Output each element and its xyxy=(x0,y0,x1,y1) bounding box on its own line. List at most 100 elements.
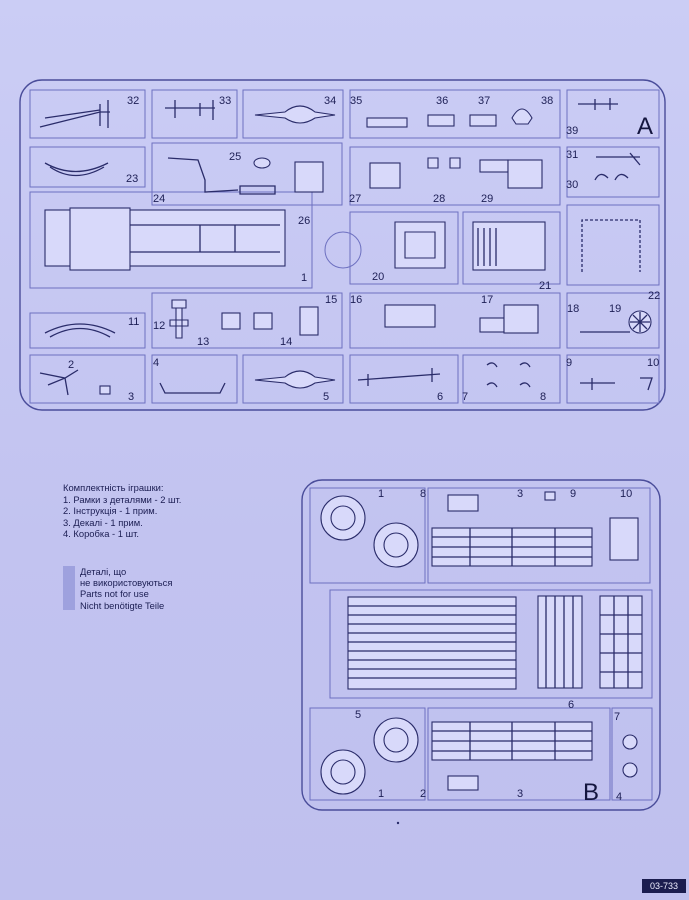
part-b10-shape xyxy=(609,517,639,561)
part-19-spokes xyxy=(630,312,650,332)
part-32-shape xyxy=(39,100,110,128)
part-label-a: 2 xyxy=(68,359,74,371)
side-board-top-slats xyxy=(432,528,592,566)
part-label-a: 32 xyxy=(127,95,139,107)
part-3-shape xyxy=(99,385,111,395)
part-5-shape xyxy=(254,370,336,389)
part-label-a: 33 xyxy=(219,95,231,107)
legend-line: не використовуються xyxy=(80,577,173,589)
part-label-a: 22 xyxy=(648,290,660,302)
part-label-a: 17 xyxy=(481,294,493,306)
part-29b-shape xyxy=(507,159,543,189)
part-b9-shape xyxy=(544,491,556,501)
part-drawings-b xyxy=(320,491,643,795)
part-37-shape xyxy=(469,114,497,127)
front-board xyxy=(599,595,643,689)
part-27-shape xyxy=(369,162,401,189)
sprue-b-frame xyxy=(301,479,661,811)
part-label-b: 1 xyxy=(378,488,384,500)
part-label-a: 23 xyxy=(126,173,138,185)
part-30-shape xyxy=(594,173,629,181)
part-b8-shape xyxy=(447,494,479,512)
sprue-a-letter: A xyxy=(637,113,653,140)
part-label-a: 1 xyxy=(301,272,307,284)
cell-21 xyxy=(462,211,561,285)
cell-9-10 xyxy=(566,354,660,404)
contents-item: 2. Інструкція - 1 прим. xyxy=(63,505,158,516)
part-label-a: 16 xyxy=(350,294,362,306)
cell-1-26 xyxy=(29,191,313,289)
contents-item: 4. Коробка - 1 шт. xyxy=(63,528,139,539)
part-label-b: 9 xyxy=(570,488,576,500)
part-16-shape xyxy=(384,304,436,328)
cell-27-29 xyxy=(349,146,561,206)
part-label-b: 8 xyxy=(420,488,426,500)
sprue-a: 32 33 34 35 36 37 38 39 23 25 24 26 27 2… xyxy=(19,79,666,411)
sprue-b-letter: B xyxy=(583,779,599,806)
part-label-a: 8 xyxy=(540,391,546,403)
part-23-shape xyxy=(44,162,109,177)
part-29a-shape xyxy=(479,159,509,173)
cell-b-3 xyxy=(427,707,611,801)
part-2-shape xyxy=(39,369,79,396)
part-label-b: 4 xyxy=(616,791,622,803)
wheel-2-hub xyxy=(383,532,409,558)
cell-30-31 xyxy=(566,146,660,198)
part-label-a: 28 xyxy=(433,193,445,205)
part-26-shape xyxy=(294,161,324,193)
part-label-a: 25 xyxy=(229,151,241,163)
part-20-shape xyxy=(394,221,446,269)
part-label-a: 26 xyxy=(298,215,310,227)
contents-item: 1. Рамки з деталями - 2 шт. xyxy=(63,493,182,505)
part-31-shape xyxy=(596,152,641,166)
cell-b-1 xyxy=(309,487,426,584)
part-17b-shape xyxy=(503,304,539,334)
part-label-a: 29 xyxy=(481,193,493,205)
part-rail-shape xyxy=(581,219,641,272)
wheel-4-hub xyxy=(330,759,356,785)
part-7-8-shape xyxy=(486,362,531,388)
legend-line: Деталі, що xyxy=(80,566,127,577)
contents-item: 3. Декалі - 1 прим. xyxy=(63,516,143,528)
part-label-a: 14 xyxy=(280,336,292,348)
part-label-a: 35 xyxy=(350,95,362,107)
part-label-b: 3 xyxy=(517,788,523,800)
page-code: 03-733 xyxy=(642,879,686,893)
part-12-shape xyxy=(169,299,189,339)
cell-b-6 xyxy=(329,589,653,699)
part-33-shape xyxy=(165,100,215,120)
part-9-10-shape xyxy=(580,377,653,391)
part-34-shape xyxy=(254,105,336,124)
part-24-shape xyxy=(167,157,276,195)
part-label-b: 2 xyxy=(420,788,426,800)
part-label-a: 3 xyxy=(128,391,134,403)
part-21-detail xyxy=(477,228,497,266)
cell-frame-rail xyxy=(566,204,660,286)
part-label-a: 13 xyxy=(197,336,209,348)
sprue-gate xyxy=(324,231,362,269)
part-1-detail xyxy=(130,224,280,253)
side-board-bottom-slats xyxy=(432,722,592,760)
legend-line: Parts not for use xyxy=(80,588,149,600)
part-6-shape xyxy=(357,368,441,386)
part-label-a: 30 xyxy=(566,179,578,191)
part-b7a-shape xyxy=(622,734,638,750)
part-label-a: 31 xyxy=(566,149,578,161)
part-label-a: 7 xyxy=(462,391,468,403)
cell-4 xyxy=(151,354,238,404)
cell-b-10 xyxy=(427,487,651,584)
tailboard xyxy=(537,595,583,689)
cell-6 xyxy=(349,354,459,404)
cell-12-15 xyxy=(151,292,343,349)
part-label-b: 1 xyxy=(378,788,384,800)
part-1-cab xyxy=(69,207,131,271)
cell-16-17 xyxy=(349,292,561,349)
cell-35-38 xyxy=(349,89,561,139)
part-label-b: 3 xyxy=(517,488,523,500)
cell-34 xyxy=(242,89,344,139)
front-board-slats xyxy=(600,596,642,688)
tailboard-slats xyxy=(545,596,574,688)
part-21-shape xyxy=(472,221,546,271)
contents-title: Комплектність іграшки: xyxy=(63,482,164,493)
